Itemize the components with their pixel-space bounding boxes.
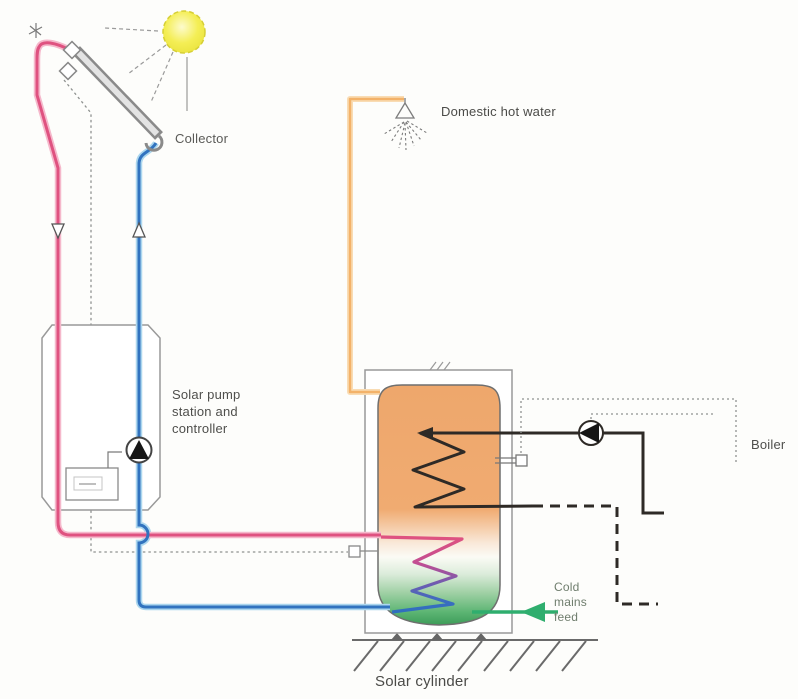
cylinder-sensor — [348, 545, 378, 558]
controller-pump-wire — [107, 451, 122, 468]
dhw-pipe — [347, 96, 404, 395]
pump-station-box — [41, 324, 161, 511]
cold-mains-feed-label: Cold mains feed — [554, 580, 588, 624]
collector-connection-fitting — [62, 40, 82, 60]
boiler-flow-pipe — [428, 431, 664, 515]
cylinder-tank — [377, 384, 501, 626]
coil-sensor — [495, 454, 528, 467]
sun-rays — [104, 27, 188, 111]
air-vent-icon — [28, 23, 43, 38]
solar-flow-pipe — [33, 39, 381, 539]
flow-arrow-up-icon — [132, 221, 146, 238]
solar-cylinder-label: Solar cylinder — [375, 673, 469, 690]
boiler-label: Boiler — [751, 437, 786, 452]
sun-icon — [162, 10, 206, 54]
boiler-coil — [411, 431, 534, 509]
cylinder-top-fitting — [429, 361, 451, 371]
collector-panel — [72, 46, 164, 152]
boiler-control-wire — [520, 398, 737, 462]
flow-arrow-down-icon — [51, 223, 65, 240]
boiler-flow-arrow — [417, 427, 433, 439]
solar-return-pipe — [137, 142, 390, 609]
shower-icon — [383, 98, 428, 151]
cylinder-feet — [391, 633, 487, 640]
controller-unit — [65, 467, 119, 501]
solar-coil — [380, 535, 464, 614]
boiler-return-pipe-dashed — [533, 504, 658, 606]
collector-sensor-fitting — [58, 61, 78, 81]
station-pump-icon — [125, 436, 153, 464]
cold-mains-arrow-icon — [521, 602, 545, 622]
boiler-pump-icon — [578, 420, 604, 446]
pump-station-label: Solar pump station and controller — [172, 387, 241, 436]
collector-label: Collector — [175, 131, 229, 146]
ground-hatch — [352, 639, 598, 672]
domestic-hot-water-label: Domestic hot water — [441, 104, 556, 119]
